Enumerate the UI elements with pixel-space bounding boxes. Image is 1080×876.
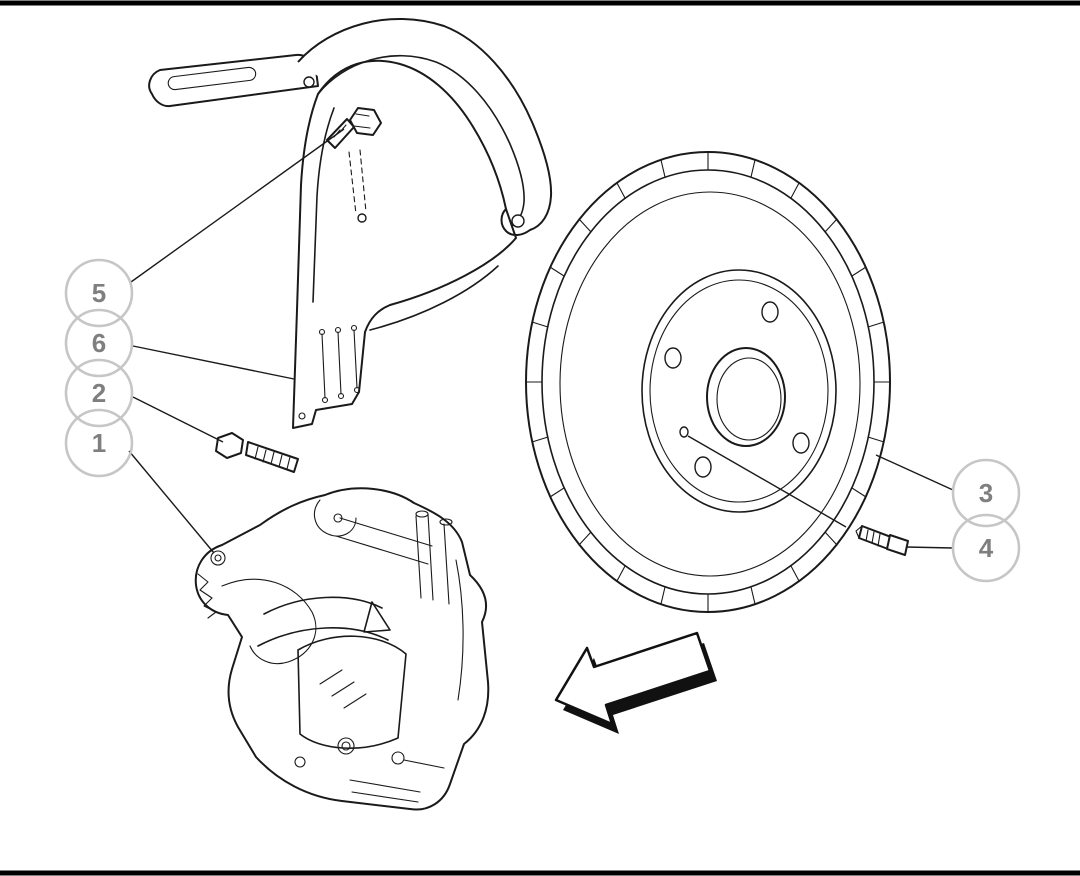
callout-1[interactable]: 1: [64, 408, 134, 478]
leader-line-6: [132, 345, 295, 380]
callout-6-circle[interactable]: [64, 308, 134, 378]
callout-2[interactable]: 2: [64, 358, 134, 428]
bolt-projection-dashes: [348, 149, 367, 215]
leader-line-5: [130, 128, 345, 283]
callout-1-number: 1: [92, 428, 106, 458]
callout-3-circle[interactable]: [951, 458, 1021, 528]
callout-5-circle[interactable]: [64, 258, 134, 328]
callout-3[interactable]: 3: [951, 458, 1021, 528]
leader-line-2: [132, 396, 224, 443]
splash-shield-drawing: [148, 18, 553, 429]
callout-2-number: 2: [92, 378, 106, 408]
shield-bolt-drawing: [326, 107, 382, 215]
set-screw-drawing: [855, 525, 909, 556]
callout-6-number: 6: [92, 328, 106, 358]
callout-2-circle[interactable]: [64, 358, 134, 428]
callout-4-circle[interactable]: [951, 513, 1021, 583]
arrow-body: [554, 631, 712, 726]
leader-line-1: [128, 450, 215, 554]
callout-5-number: 5: [92, 278, 106, 308]
callout-4-number: 4: [979, 533, 994, 563]
callout-1-circle[interactable]: [64, 408, 134, 478]
leader-line-4: [905, 546, 954, 549]
guide-bolt-drawing: [215, 432, 299, 473]
caliper-drawing: [194, 487, 490, 811]
set-screw-leader-line: [687, 435, 847, 528]
brake-disc-drawing: [525, 151, 891, 613]
callout-3-number: 3: [979, 478, 993, 508]
direction-arrow: [554, 631, 717, 734]
callout-6[interactable]: 6: [64, 308, 134, 378]
callout-5[interactable]: 5: [64, 258, 134, 328]
leader-line-3: [875, 454, 954, 491]
callout-4[interactable]: 4: [951, 513, 1021, 583]
